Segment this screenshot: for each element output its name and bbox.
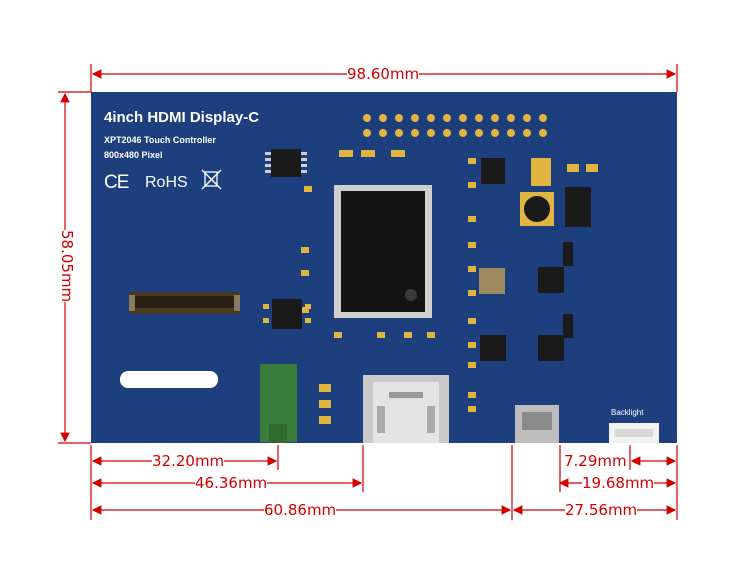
backlight-label: Backlight [611, 408, 644, 417]
touch-controller-chip [265, 149, 307, 177]
board-components [120, 114, 659, 443]
hdmi-connector [363, 375, 449, 443]
ce-mark: CE [104, 172, 129, 193]
micro-usb-connector [515, 405, 559, 443]
power-circuit [479, 158, 591, 361]
main-controller-chip [334, 185, 432, 318]
d6-dimension-label: 27.56mm [565, 501, 638, 519]
height-dimension-label: 58.05mm [58, 230, 76, 303]
fpc-connector [129, 292, 240, 314]
d5-dimension-label: 19.68mm [582, 474, 655, 492]
d4-dimension-label: 7.29mm [564, 452, 627, 470]
touch-connector [260, 364, 297, 443]
weee-icon [201, 169, 222, 190]
pcb-board: 4inch HDMI Display-C XPT2046 Touch Contr… [91, 92, 677, 443]
width-dimension-label: 98.60mm [347, 65, 420, 83]
board-subtitle-resolution: 800x480 Pixel [104, 150, 163, 160]
gpio-header [363, 114, 547, 137]
white-label-pad [120, 371, 218, 388]
d2-dimension-label: 46.36mm [195, 474, 268, 492]
backlight-connector [609, 423, 659, 443]
rohs-mark: RoHS [145, 174, 188, 191]
d1-dimension-label: 32.20mm [152, 452, 225, 470]
d3-dimension-label: 60.86mm [264, 501, 337, 519]
board-subtitle-touch: XPT2046 Touch Controller [104, 135, 216, 145]
board-title: 4inch HDMI Display-C [104, 109, 260, 126]
